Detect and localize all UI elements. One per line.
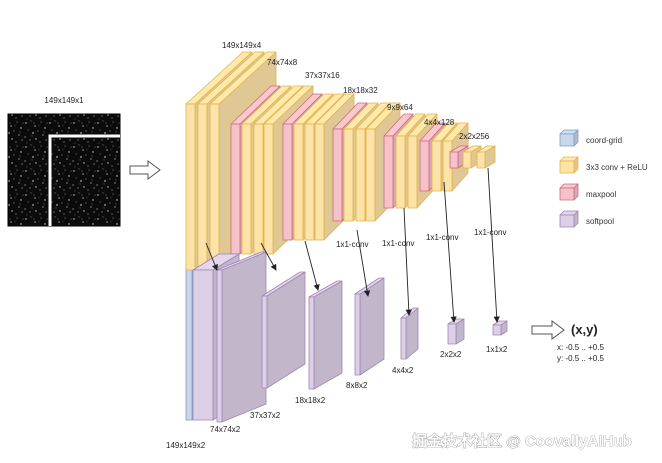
enc-label-6: 4x4x128 <box>424 118 455 127</box>
soft-label-6: 4x4x2 <box>392 366 414 375</box>
soft-label-2: 74x74x2 <box>210 425 241 434</box>
legend-label-1: coord-grid <box>586 136 622 145</box>
soft-label-7: 2x2x2 <box>440 350 462 359</box>
encoder-block-4-front <box>230 123 241 255</box>
connector-6 <box>443 181 457 323</box>
input-image <box>7 113 121 227</box>
connector-5 <box>403 207 412 316</box>
encoder-block-13-front <box>343 128 354 222</box>
softpool-block-6-front <box>400 317 407 360</box>
encoder-block-11-front <box>314 123 325 241</box>
encoder-block-24-front <box>476 151 486 169</box>
encoder-block-24 <box>476 145 496 169</box>
legend: coord-grid 3x3 conv + ReLU maxpool softpool <box>559 129 648 228</box>
network-blocks <box>185 51 508 423</box>
encoder-block-19-front <box>419 140 430 192</box>
output-x-range: x: -0.5 .. +0.5 <box>557 343 604 352</box>
connector-4 <box>356 229 371 297</box>
softpool-block-5 <box>354 277 385 376</box>
soft-label-4: 18x18x2 <box>295 396 326 405</box>
encoder-block-9-front <box>293 123 304 241</box>
legend-swatch-front <box>559 187 575 201</box>
conv1x1-labels: 1x1-conv 1x1-conv 1x1-conv 1x1-conv <box>336 228 506 249</box>
soft-label-8: 1x1x2 <box>486 345 508 354</box>
legend-label-2: 3x3 conv + ReLU <box>586 163 648 172</box>
enc-label-1: 149x149x4 <box>222 41 262 50</box>
softpool-block-3-front <box>261 295 268 389</box>
conv1x1-label-2: 1x1-conv <box>382 239 414 248</box>
input-label: 149x149x1 <box>44 96 84 105</box>
input-arrow-icon <box>129 160 161 180</box>
encoder-block-12-front <box>332 128 343 222</box>
encoder-block-7-front <box>263 123 274 255</box>
softpool-block-2-front <box>216 269 223 423</box>
encoder-block-3-front <box>209 103 220 271</box>
conv1x1-label-1: 1x1-conv <box>336 240 368 249</box>
encoder-block-16-front <box>383 135 394 209</box>
encoder-block-10-front <box>304 123 315 241</box>
output-arrow-icon <box>531 320 565 340</box>
output-y-range: y: -0.5 .. +0.5 <box>557 354 604 363</box>
softpool-block-3 <box>261 271 306 389</box>
connector-2 <box>260 242 277 271</box>
softpool-block-5-side <box>359 277 385 376</box>
connector-7 <box>487 167 500 323</box>
encoder-block-18-front <box>407 135 418 209</box>
softpool-block-8-front <box>492 324 502 336</box>
conv1x1-label-3: 1x1-conv <box>426 233 458 242</box>
softpool-block-1-front <box>192 269 214 421</box>
encoder-labels: 149x149x4 74x74x8 37x37x16 18x18x32 9x9x… <box>222 41 490 141</box>
legend-label-3: maxpool <box>586 190 616 199</box>
enc-label-5: 9x9x64 <box>387 103 413 112</box>
encoder-block-1-front <box>185 103 196 271</box>
softpool-block-6 <box>400 307 419 360</box>
enc-label-2: 74x74x8 <box>267 58 298 67</box>
enc-label-3: 37x37x16 <box>305 71 340 80</box>
legend-swatch-front <box>559 214 575 228</box>
softpool-block-4 <box>308 280 343 390</box>
enc-label-7: 2x2x256 <box>459 132 490 141</box>
legend-swatch-front <box>559 160 575 174</box>
encoder-block-22-front <box>449 151 459 169</box>
encoder-block-8-front <box>282 123 293 241</box>
encoder-block-6-front <box>253 123 264 255</box>
softpool-block-2-side <box>221 251 267 423</box>
soft-label-5: 8x8x2 <box>346 381 368 390</box>
encoder-block-15-front <box>365 128 376 222</box>
softpool-block-5-front <box>354 293 361 376</box>
softpool-labels: 149x149x2 74x74x2 37x37x2 18x18x2 8x8x2 … <box>166 345 508 450</box>
legend-item-1: coord-grid <box>559 129 622 147</box>
soft-label-3: 37x37x2 <box>250 411 281 420</box>
legend-item-2: 3x3 conv + ReLU <box>559 156 648 174</box>
soft-label-1: 149x149x2 <box>166 441 206 450</box>
softpool-block-2 <box>216 251 267 423</box>
connectors <box>205 167 500 323</box>
encoder-block-2-front <box>197 103 208 271</box>
softpool-block-4-side <box>313 280 343 390</box>
encoder-block-5-front <box>241 123 252 255</box>
softpool-block-8 <box>492 320 508 336</box>
encoder-block-17-front <box>395 135 406 209</box>
encoder-block-14-front <box>355 128 366 222</box>
softpool-block-7-front <box>447 323 457 345</box>
connector-1 <box>205 242 218 271</box>
softpool-block-7 <box>447 318 465 345</box>
encoder-block-20-front <box>431 140 442 192</box>
enc-label-4: 18x18x32 <box>343 86 378 95</box>
output-label: (x,y) <box>571 322 598 337</box>
legend-swatch-front <box>559 133 575 147</box>
conv1x1-label-4: 1x1-conv <box>474 228 506 237</box>
connector-3 <box>304 240 320 291</box>
softpool-block-4-front <box>308 296 315 390</box>
legend-item-3: maxpool <box>559 183 616 201</box>
encoder-block-23-front <box>462 151 472 169</box>
watermark: 掘金技术社区 @ CoovallyAIHub <box>412 432 632 450</box>
legend-label-4: softpool <box>586 217 614 226</box>
coord-grid-slab-front <box>185 267 193 421</box>
legend-item-4: softpool <box>559 210 614 228</box>
